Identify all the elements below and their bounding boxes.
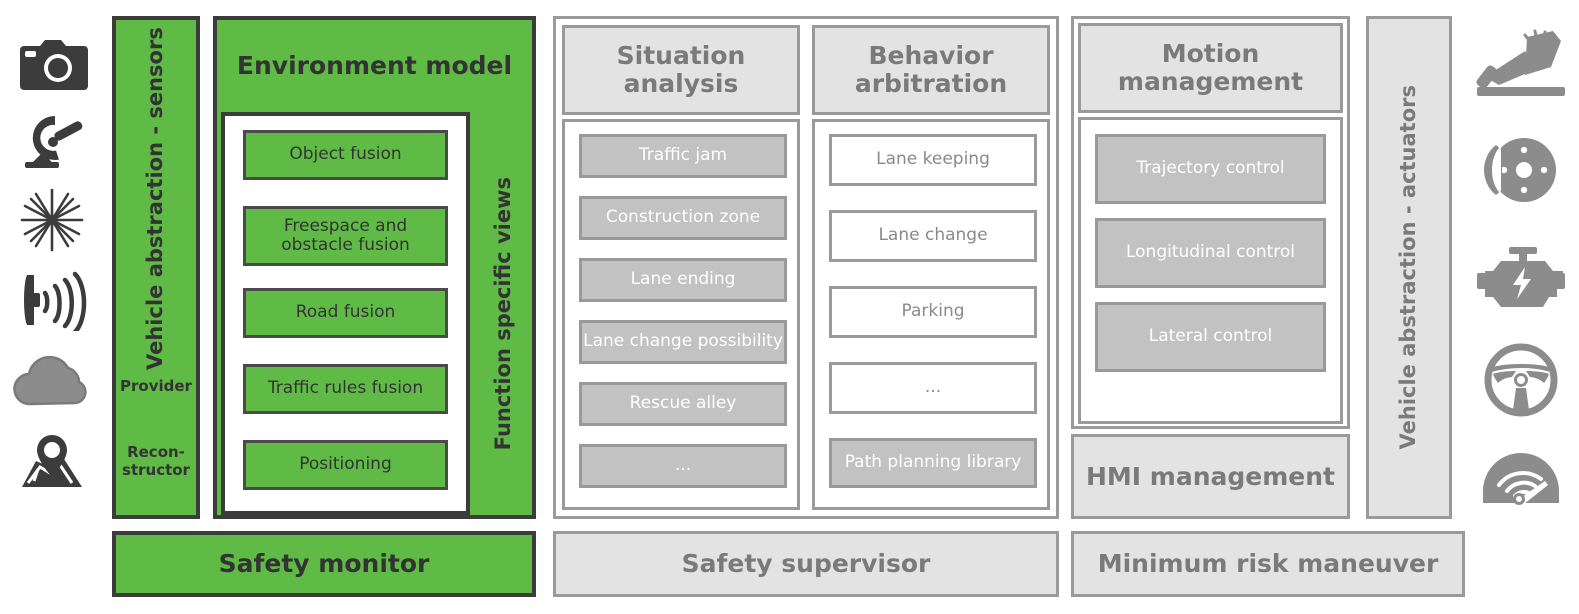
env-item-freespace-line2: obstacle fusion <box>281 235 410 255</box>
situation-item-traffic-jam[interactable]: Traffic jam <box>579 134 787 178</box>
gauge-icon <box>1462 438 1579 522</box>
situation-item-rescue-alley[interactable]: Rescue alley <box>579 382 787 426</box>
safety-monitor-panel[interactable]: Safety monitor <box>112 531 536 597</box>
behavior-arbitration-title: Behavior arbitration <box>812 25 1050 115</box>
env-item-freespace-line1: Freespace and <box>283 215 408 236</box>
steering-wheel-icon <box>1462 338 1579 422</box>
environment-model-title: Environment model <box>236 51 513 80</box>
situation-analysis-items-container: Traffic jam Construction zone Lane endin… <box>562 119 800 510</box>
motion-management-title: Motion management <box>1078 23 1343 113</box>
behavior-arbitration-items-container: Lane keeping Lane change Parking ... Pat… <box>812 119 1050 510</box>
brake-disc-icon <box>1462 128 1579 212</box>
behavior-item-lane-keeping[interactable]: Lane keeping <box>829 134 1037 186</box>
situation-analysis-title: Situation analysis <box>562 25 800 115</box>
sensor-role-reconstructor-line2: structor <box>122 460 190 479</box>
pedal-icon <box>1462 22 1579 106</box>
situation-analysis-title-line1: Situation <box>616 41 746 70</box>
vehicle-abstraction-actuators-panel[interactable]: Vehicle abstraction - actuators <box>1366 16 1452 519</box>
situation-item-ellipsis[interactable]: ... <box>579 444 787 488</box>
ultrasonic-icon <box>0 258 104 342</box>
motion-management-items-container: Trajectory control Longitudinal control … <box>1078 117 1343 424</box>
behavior-item-path-planning-library[interactable]: Path planning library <box>829 438 1037 488</box>
cloud-icon <box>0 340 104 424</box>
motion-management-panel[interactable]: Motion management Trajectory control Lon… <box>1071 16 1350 429</box>
behavior-item-lane-change[interactable]: Lane change <box>829 210 1037 262</box>
function-specific-views-strip[interactable]: Function specific views <box>476 112 532 515</box>
env-item-traffic-rules-fusion[interactable]: Traffic rules fusion <box>243 364 448 414</box>
env-item-object-fusion[interactable]: Object fusion <box>243 130 448 180</box>
motion-item-trajectory-control[interactable]: Trajectory control <box>1095 134 1326 204</box>
behavior-arbitration-panel[interactable]: Behavior arbitration Lane keeping Lane c… <box>806 19 1056 516</box>
engine-icon <box>1462 236 1579 320</box>
actuator-icon-column <box>1462 0 1579 614</box>
planning-group-panel: Situation analysis Traffic jam Construct… <box>553 16 1059 519</box>
situation-analysis-panel[interactable]: Situation analysis Traffic jam Construct… <box>556 19 806 516</box>
behavior-item-parking[interactable]: Parking <box>829 286 1037 338</box>
vehicle-abstraction-sensors-panel[interactable]: Vehicle abstraction - sensors Provider R… <box>112 16 200 519</box>
env-item-positioning[interactable]: Positioning <box>243 440 448 490</box>
motion-management-title-line1: Motion <box>1161 39 1260 68</box>
situation-item-lane-ending[interactable]: Lane ending <box>579 258 787 302</box>
camera-icon <box>0 24 104 108</box>
safety-supervisor-panel[interactable]: Safety supervisor <box>553 531 1059 597</box>
environment-model-items-container: Object fusion Freespace and obstacle fus… <box>221 112 470 515</box>
motion-management-title-line2: management <box>1117 67 1304 96</box>
lidar-icon <box>0 178 104 262</box>
sensor-icon-column <box>0 0 104 614</box>
situation-item-lane-change-possibility[interactable]: Lane change possibility <box>579 320 787 364</box>
behavior-arbitration-title-line1: Behavior <box>868 41 994 70</box>
sensor-role-reconstructor-line1: Recon- <box>127 443 185 461</box>
vehicle-abstraction-sensors-title: Vehicle abstraction - sensors <box>143 27 168 371</box>
environment-model-panel[interactable]: Environment model Object fusion Freespac… <box>213 16 536 519</box>
sensor-role-provider: Provider <box>120 377 192 395</box>
motion-item-longitudinal-control[interactable]: Longitudinal control <box>1095 218 1326 288</box>
map-pin-icon <box>0 420 104 504</box>
sensor-role-reconstructor: Recon- structor <box>116 443 196 479</box>
behavior-arbitration-title-line2: arbitration <box>854 69 1008 98</box>
env-item-road-fusion[interactable]: Road fusion <box>243 288 448 338</box>
function-specific-views-label: Function specific views <box>491 176 516 451</box>
radar-icon <box>0 100 104 184</box>
minimum-risk-maneuver-panel[interactable]: Minimum risk maneuver <box>1071 531 1465 597</box>
situation-analysis-title-line2: analysis <box>623 69 739 98</box>
env-item-freespace-obstacle-fusion[interactable]: Freespace and obstacle fusion <box>243 206 448 266</box>
hmi-management-panel[interactable]: HMI management <box>1071 434 1350 519</box>
situation-item-construction-zone[interactable]: Construction zone <box>579 196 787 240</box>
vehicle-abstraction-actuators-title: Vehicle abstraction - actuators <box>1396 85 1421 450</box>
behavior-item-ellipsis[interactable]: ... <box>829 362 1037 414</box>
motion-item-lateral-control[interactable]: Lateral control <box>1095 302 1326 372</box>
